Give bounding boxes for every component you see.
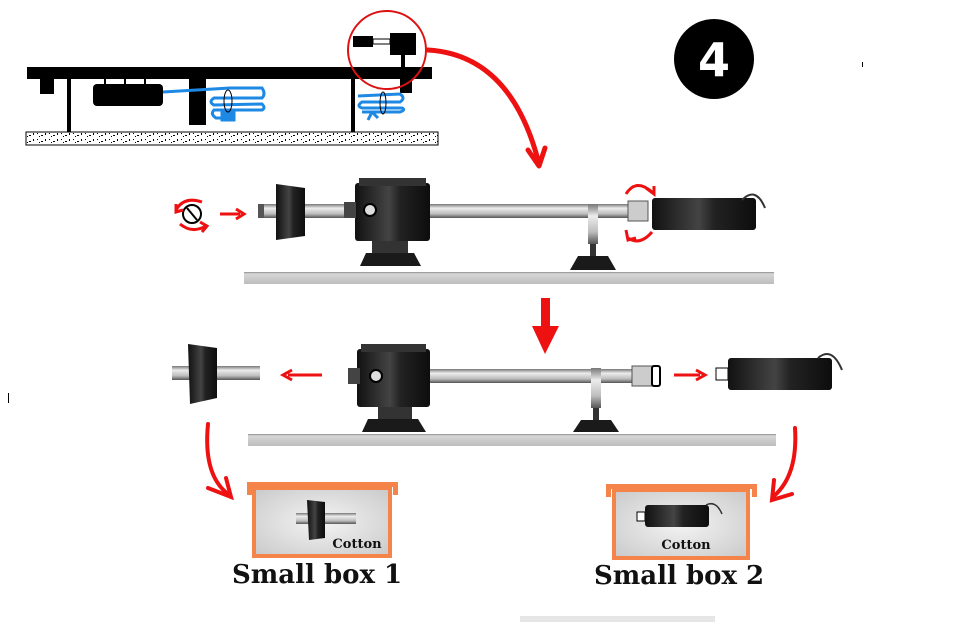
- schematic-tonearm-weight: [353, 36, 373, 47]
- box-2-title: Small box 2: [594, 561, 765, 591]
- left-leg: [67, 79, 71, 132]
- to-box2-arrow-head: [769, 478, 794, 503]
- zoom-arrow: [425, 47, 541, 163]
- arm-rest-post: [588, 204, 598, 244]
- box-2-lid-rim: [606, 484, 757, 489]
- small-box-2: Cotton: [606, 484, 757, 560]
- adjust-screw: [369, 369, 383, 383]
- box-1-lid-rim: [247, 482, 398, 487]
- arm-tube: [430, 369, 660, 383]
- cable-tie: [223, 89, 233, 113]
- center-post: [189, 79, 206, 125]
- right-leg: [351, 79, 355, 132]
- to-box2-arrow: [772, 426, 798, 498]
- plinth-top-bar: [27, 67, 432, 79]
- arm-rest-post: [591, 368, 601, 408]
- tonearm-assembled: [244, 178, 774, 284]
- box-2-cotton-label: Cotton: [661, 538, 711, 553]
- remove-weight-arrow-head: [279, 368, 293, 382]
- power-cable-coil: [162, 86, 266, 122]
- step-number: 4: [698, 33, 730, 87]
- remove-headshell-arrow-head: [695, 368, 709, 382]
- pivot-housing: [355, 183, 430, 241]
- pivot-housing: [357, 349, 430, 407]
- unscrew-icon: [174, 198, 210, 233]
- plank: [244, 272, 774, 284]
- box-1-title: Small box 1: [232, 560, 403, 590]
- headshell: [652, 198, 756, 230]
- plank: [248, 434, 776, 446]
- box-1-cotton-label: Cotton: [332, 537, 382, 552]
- arm-tube: [260, 204, 640, 218]
- counterweight-detached: [188, 344, 217, 404]
- small-box-1: Cotton: [247, 482, 398, 558]
- zoom-arrow-head: [525, 145, 548, 169]
- insert-arrow-head: [235, 207, 247, 221]
- signal-cable-coil: [357, 92, 406, 121]
- counterweight: [276, 184, 305, 240]
- headshell-collar: [627, 200, 649, 222]
- motor-body: [93, 84, 163, 106]
- cable-tie: [379, 91, 387, 115]
- headshell-collar: [631, 365, 653, 387]
- adjust-screw: [363, 203, 377, 217]
- to-box1-arrow: [205, 422, 230, 496]
- bottom-strip: [520, 616, 715, 622]
- stray-mark: [8, 393, 9, 403]
- schematic-tonearm-pillar: [390, 33, 416, 55]
- box-1-counterweight: [307, 500, 325, 540]
- left-foot-block: [40, 79, 54, 94]
- rotate-collar-icon: [624, 184, 656, 243]
- headshell-detached: [728, 358, 832, 390]
- schematic-base: [25, 131, 439, 146]
- stray-mark: [862, 62, 863, 67]
- to-box1-arrow-head: [206, 476, 234, 501]
- box-2-headshell: [645, 505, 709, 527]
- tonearm-disassembled: [172, 344, 843, 446]
- down-arrow: [532, 298, 559, 354]
- step-badge: 4: [674, 19, 754, 99]
- turntable-schematic: [25, 10, 439, 146]
